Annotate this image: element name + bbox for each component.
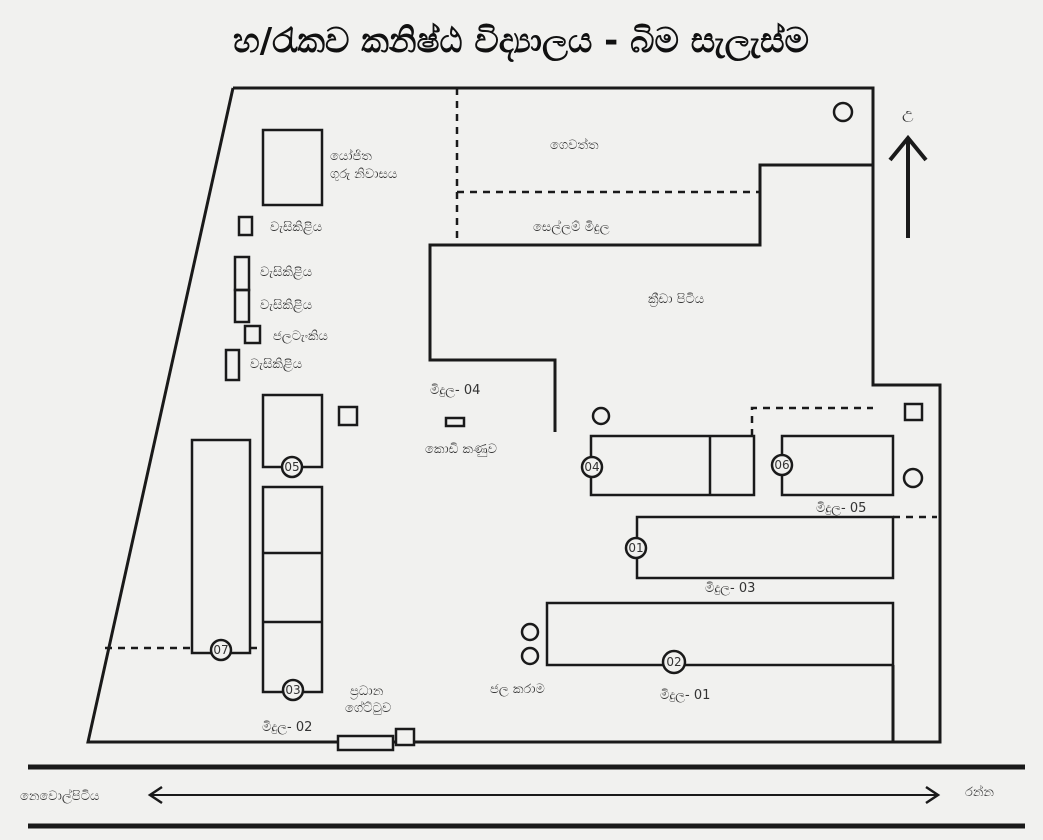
label-yard-03: මිදුල- 03 bbox=[705, 581, 755, 596]
label-flag-pole: කොඩි කණුව bbox=[425, 442, 497, 457]
water-tap-icon bbox=[520, 622, 540, 642]
two-way-arrow-icon bbox=[147, 785, 941, 805]
toilet bbox=[237, 215, 254, 237]
tree-icon bbox=[832, 101, 854, 123]
building-number: 01 bbox=[628, 541, 643, 555]
building-01 bbox=[635, 515, 895, 580]
tree-icon bbox=[591, 406, 611, 426]
toilet bbox=[224, 348, 241, 382]
building-02 bbox=[545, 601, 895, 667]
building-number: 03 bbox=[285, 683, 300, 697]
building-number: 07 bbox=[213, 643, 228, 657]
yard-divider bbox=[750, 406, 873, 436]
building-06 bbox=[780, 434, 895, 497]
label-water-tank: ජලටැංකිය bbox=[273, 329, 328, 344]
building-03 bbox=[261, 485, 324, 694]
label-yard-02: මිදුල- 02 bbox=[262, 720, 312, 735]
main-gate bbox=[336, 734, 395, 752]
building-number: 04 bbox=[584, 460, 599, 474]
road-label-left: නෙවොල්පිටිය bbox=[20, 788, 99, 804]
tree-icon bbox=[902, 467, 924, 489]
building-number: 06 bbox=[774, 458, 789, 472]
toilet bbox=[233, 288, 251, 324]
label-yard-04: මිදුල- 04 bbox=[430, 383, 480, 398]
label-toilet: වැසිකිළිය bbox=[260, 265, 312, 280]
site-boundary bbox=[86, 86, 942, 744]
water-tap-icon bbox=[520, 646, 540, 666]
teacher-house bbox=[261, 128, 324, 207]
label-toilet: වැසිකිළිය bbox=[260, 298, 312, 313]
building-number: 05 bbox=[284, 460, 299, 474]
label-garden: ගෙවත්ත bbox=[550, 137, 599, 153]
label-toilet: වැසිකිළිය bbox=[250, 357, 302, 372]
gate-house bbox=[394, 727, 416, 747]
label-yard-01: මිදුල- 01 bbox=[660, 688, 710, 703]
building-number: 02 bbox=[666, 655, 681, 669]
toilet bbox=[233, 255, 251, 292]
north-label: උ bbox=[902, 104, 914, 122]
building-07 bbox=[190, 438, 252, 655]
map-title: හ/රැකව කනිෂ්ඨ විද්‍යාලය - බිම සැලැස්ම bbox=[233, 21, 809, 62]
label-teacher-house: යෝජිත bbox=[330, 148, 372, 164]
flag-pole bbox=[444, 416, 466, 428]
road-label-right: රන්න bbox=[965, 784, 994, 800]
label-water-taps: ජල කරාම bbox=[490, 682, 545, 697]
label-teacher-house: ගුරු නිවාසය bbox=[330, 167, 397, 182]
north-arrow-icon bbox=[888, 134, 928, 238]
building-number-badges: 05 03 07 04 06 01 02 bbox=[209, 453, 794, 702]
label-main-gate: ප්‍රධාන bbox=[350, 684, 384, 699]
label-toilet: වැසිකිළිය bbox=[270, 220, 322, 235]
water-tank bbox=[243, 324, 262, 345]
small-structure bbox=[903, 402, 924, 422]
label-yard-05: මිදුල- 05 bbox=[816, 501, 866, 516]
label-sports-ground: ක්‍රීඩා පිටිය bbox=[648, 292, 704, 307]
sports-ground-border bbox=[428, 163, 873, 432]
small-structure bbox=[337, 405, 359, 427]
label-play-yard: සෙල්ලම් මිදුල bbox=[533, 219, 610, 235]
label-main-gate: ගේට්ටුව bbox=[345, 700, 391, 716]
building-04 bbox=[589, 434, 756, 497]
